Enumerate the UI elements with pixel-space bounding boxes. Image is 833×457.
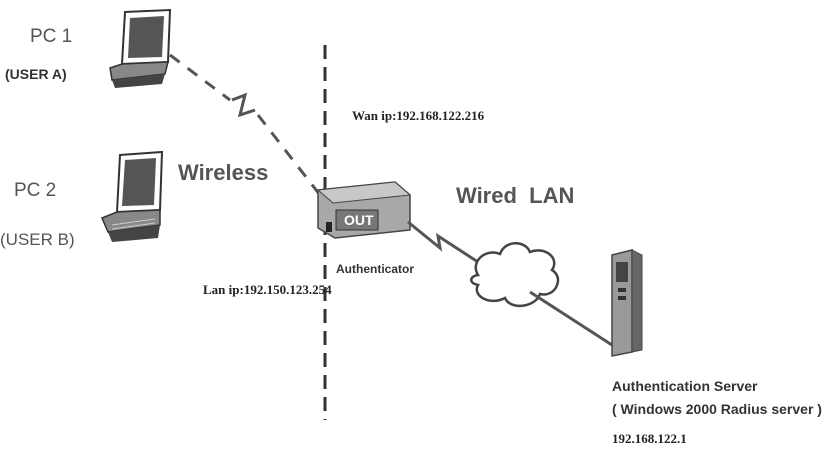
server-link-line [529, 290, 613, 347]
pc2-name: PC 2 [14, 180, 57, 201]
laptop-icon-pc1 [109, 8, 172, 88]
network-cloud-icon [470, 242, 560, 307]
pc1-user: (USER A) [5, 66, 67, 82]
laptop-icon-pc2 [101, 150, 164, 242]
lan-ip-label: Lan ip:192.150.123.254 [203, 282, 332, 297]
wan-ip-label: Wan ip:192.168.122.216 [352, 108, 485, 123]
auth-server-title: Authentication Server [612, 378, 758, 394]
auth-server-subtitle: ( Windows 2000 Radius server ) [612, 401, 822, 417]
pc2-user: (USER B) [0, 230, 75, 249]
auth-server-ip: 192.168.122.1 [612, 431, 687, 446]
wired-lan-label: Wired LAN [456, 183, 575, 208]
wireless-link [169, 53, 322, 196]
server-tower-icon [611, 249, 643, 357]
device-port-label: OUT [344, 212, 374, 228]
authenticator-device-icon [316, 181, 412, 239]
wireless-label: Wireless [178, 160, 269, 185]
authenticator-label: Authenticator [336, 262, 414, 276]
wired-link-lightning [407, 220, 479, 264]
pc1-name: PC 1 [30, 26, 73, 47]
